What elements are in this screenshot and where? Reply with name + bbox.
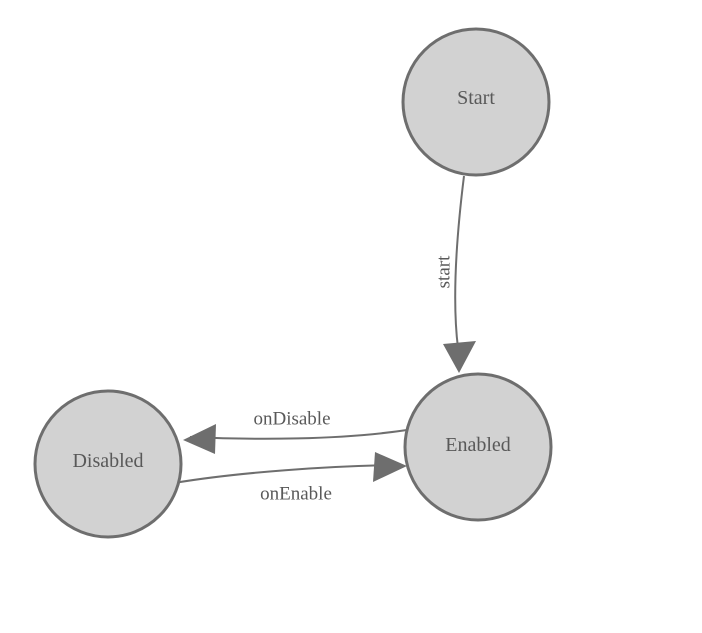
node-enabled-label: Enabled [445,434,511,456]
node-disabled-label: Disabled [72,450,143,472]
edge-start-to-enabled-arrowhead [443,341,476,373]
edge-enabled-to-disabled-arrowhead [183,424,216,454]
node-start-circle [401,27,551,177]
edge-start-to-enabled-line [454,175,465,349]
edge-start-to-enabled[interactable]: start [434,175,477,373]
edge-enabled-to-disabled-line [189,429,408,440]
node-disabled-circle [33,389,183,539]
node-disabled[interactable]: Disabled [33,389,183,539]
edge-disabled-to-enabled-line [173,464,399,484]
edge-disabled-to-enabled[interactable]: onEnable [173,452,407,505]
node-enabled[interactable]: Enabled [403,372,553,522]
edge-disabled-to-enabled-arrowhead [373,452,407,482]
edge-label-ondisable: onDisable [253,409,330,430]
edge-label-onenable: onEnable [260,484,332,505]
edge-enabled-to-disabled[interactable]: onDisable [183,409,408,455]
node-enabled-circle [403,372,553,522]
node-start-label: Start [457,87,495,109]
edge-label-start: start [434,255,455,288]
node-start[interactable]: Start [401,27,551,177]
